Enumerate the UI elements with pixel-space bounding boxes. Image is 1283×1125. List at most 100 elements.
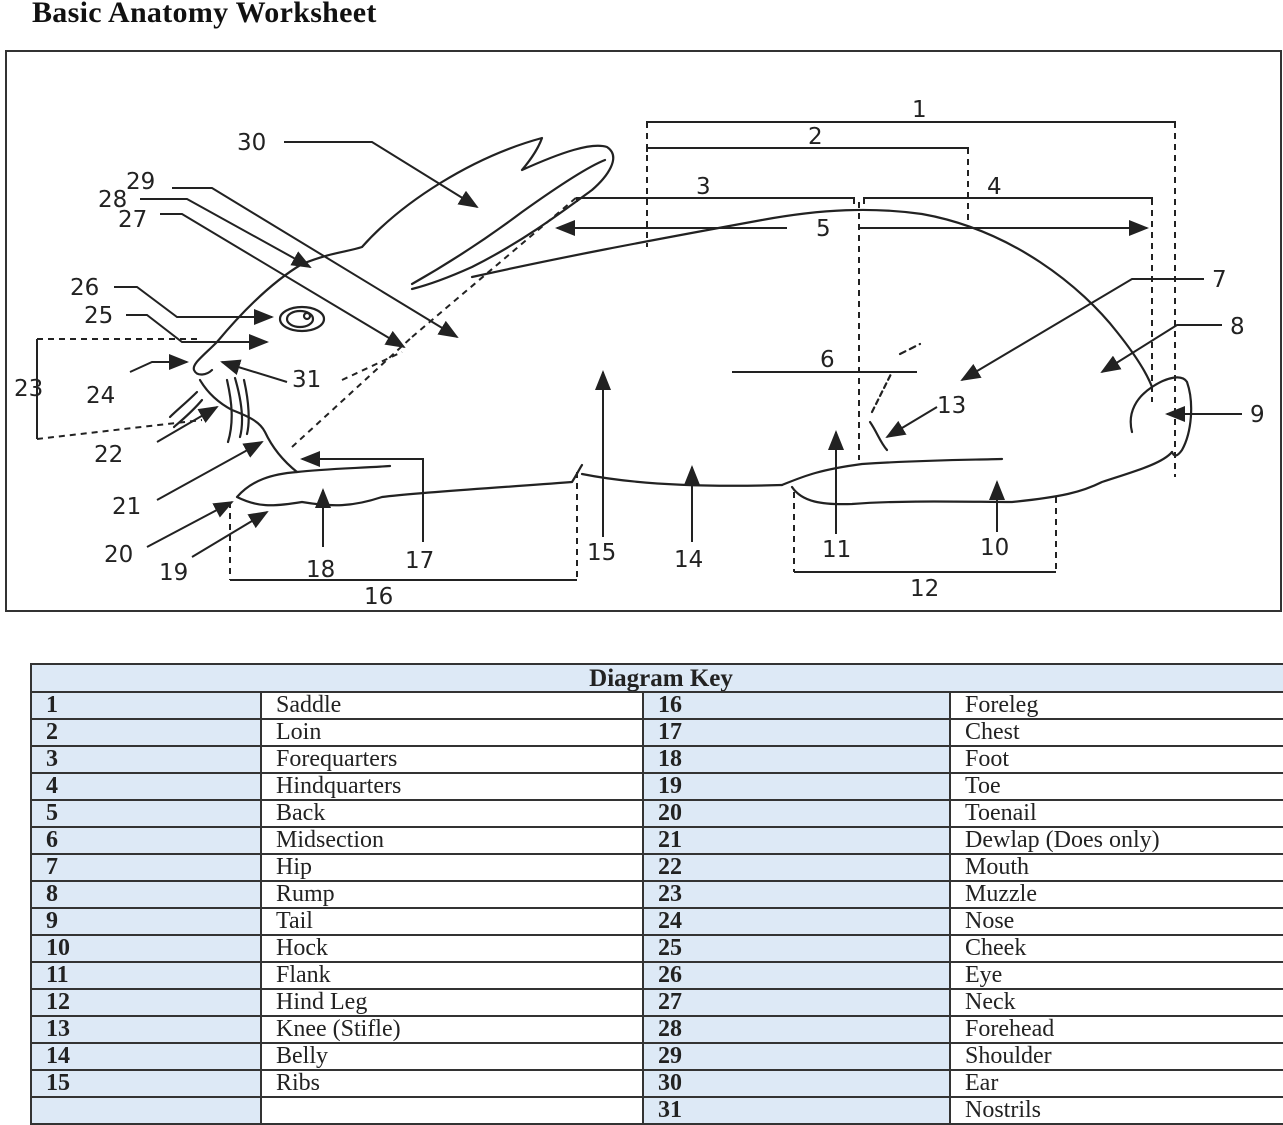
key-label: Saddle [260,691,644,720]
key-number: 24 [642,907,951,936]
rabbit-ear-back [300,136,615,291]
key-label: Eye [948,961,1283,990]
key-number: 9 [30,907,262,936]
callout-18: 18 [306,557,335,583]
key-number: 8 [30,880,262,909]
key-label: Ribs [260,1069,644,1098]
key-label: Ear [948,1069,1283,1098]
key-number: 20 [642,799,951,828]
worksheet-title: Basic Anatomy Worksheet [32,0,377,29]
key-label: Foot [948,745,1283,774]
key-label: Muzzle [948,880,1283,909]
key-number: 22 [642,853,951,882]
callout-4: 4 [987,174,1002,200]
rabbit-eye [278,305,326,333]
key-number: 30 [642,1069,951,1098]
key-label: Rump [260,880,644,909]
key-number: 2 [30,718,262,747]
rabbit-chin [198,378,299,474]
key-number: 25 [642,934,951,963]
key-label [260,1096,644,1125]
key-number: 7 [30,853,262,882]
key-number [30,1096,262,1125]
key-number: 31 [642,1096,951,1125]
key-number: 23 [642,880,951,909]
key-label: Toe [948,772,1283,801]
key-number: 17 [642,718,951,747]
key-number: 19 [642,772,951,801]
callout-15: 15 [587,540,616,566]
rabbit-body-outline [470,208,1154,389]
key-number: 1 [30,691,262,720]
key-label: Dewlap (Does only) [948,826,1283,855]
key-label: Shoulder [948,1042,1283,1071]
callout-11: 11 [822,537,851,563]
callout-2: 2 [808,124,823,150]
key-label: Hindquarters [260,772,644,801]
callout-20: 20 [104,542,133,568]
callout-27: 27 [118,207,147,233]
callout-29: 29 [126,169,155,195]
key-heading: Diagram Key [29,663,1283,693]
key-label: Hip [260,853,644,882]
key-label: Neck [948,988,1283,1017]
key-label: Back [260,799,644,828]
key-label: Nose [948,907,1283,936]
rabbit-hind-leg [780,450,1174,506]
rabbit-ear-inner [410,158,607,286]
callout-26: 26 [70,275,99,301]
callout-31: 31 [292,367,321,393]
key-number: 11 [30,961,262,990]
key-label: Midsection [260,826,644,855]
rabbit-diagram: 1 2 3 4 5 6 7 8 9 10 11 12 13 14 15 16 1… [14,97,1265,610]
diagram-frame: 1 2 3 4 5 6 7 8 9 10 11 12 13 14 15 16 1… [5,50,1282,612]
key-label: Hind Leg [260,988,644,1017]
key-label: Mouth [948,853,1283,882]
key-number: 28 [642,1015,951,1044]
key-label: Knee (Stifle) [260,1015,644,1044]
callout-1: 1 [912,97,927,123]
key-label: Belly [260,1042,644,1071]
callout-17: 17 [405,548,434,574]
callout-3: 3 [696,174,711,200]
callout-16: 16 [364,584,393,610]
key-label: Forequarters [260,745,644,774]
key-label: Tail [260,907,644,936]
callout-12: 12 [910,576,939,602]
key-number: 10 [30,934,262,963]
key-number: 4 [30,772,262,801]
key-number: 21 [642,826,951,855]
key-number: 14 [30,1042,262,1071]
rabbit-belly [580,472,784,487]
key-label: Foreleg [948,691,1283,720]
callout-6: 6 [820,347,835,373]
callout-8: 8 [1230,314,1245,340]
key-number: 3 [30,745,262,774]
callout-24: 24 [86,383,115,409]
callout-21: 21 [112,494,141,520]
callout-7: 7 [1212,267,1227,293]
key-number: 27 [642,988,951,1017]
key-number: 13 [30,1015,262,1044]
key-number: 26 [642,961,951,990]
key-label: Flank [260,961,644,990]
callout-10: 10 [980,535,1009,561]
key-label: Loin [260,718,644,747]
callout-19: 19 [159,560,188,586]
rabbit-front-foot [235,463,584,507]
key-label: Chest [948,718,1283,747]
